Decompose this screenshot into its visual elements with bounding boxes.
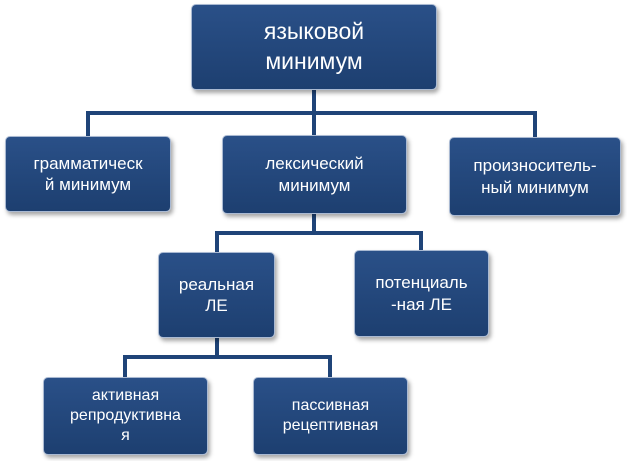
connector-lexical-potential xyxy=(314,231,423,250)
connector-root-pronunciation xyxy=(314,111,537,137)
connector-real-passive xyxy=(217,355,332,377)
node-active-reproductive-label: активная репродуктивна я xyxy=(70,387,181,444)
connector-root-grammar xyxy=(86,90,316,136)
connector-real-active xyxy=(123,338,219,377)
node-lexical-minimum: лексический минимум xyxy=(222,135,407,214)
connector-lexical-real xyxy=(215,214,316,252)
node-real-le: реальная ЛЕ xyxy=(158,252,275,338)
node-real-le-label: реальная ЛЕ xyxy=(178,274,255,315)
node-language-minimum-label: языковой минимум xyxy=(263,18,365,74)
node-grammar-minimum: грамматическ й минимум xyxy=(5,136,171,212)
node-pronunciation-minimum: произноситель- ный минимум xyxy=(449,137,621,216)
node-passive-receptive: пассивная рецептивная xyxy=(253,377,408,455)
node-grammar-minimum-label: грамматическ й минимум xyxy=(33,153,143,194)
node-potential-le-label: потенциаль -ная ЛЕ xyxy=(375,273,468,314)
node-language-minimum: языковой минимум xyxy=(191,4,437,90)
node-active-reproductive: активная репродуктивна я xyxy=(43,377,208,455)
node-pronunciation-minimum-label: произноситель- ный минимум xyxy=(473,156,597,197)
node-lexical-minimum-label: лексический минимум xyxy=(265,154,364,195)
node-passive-receptive-label: пассивная рецептивная xyxy=(282,397,379,434)
node-potential-le: потенциаль -ная ЛЕ xyxy=(354,250,489,337)
